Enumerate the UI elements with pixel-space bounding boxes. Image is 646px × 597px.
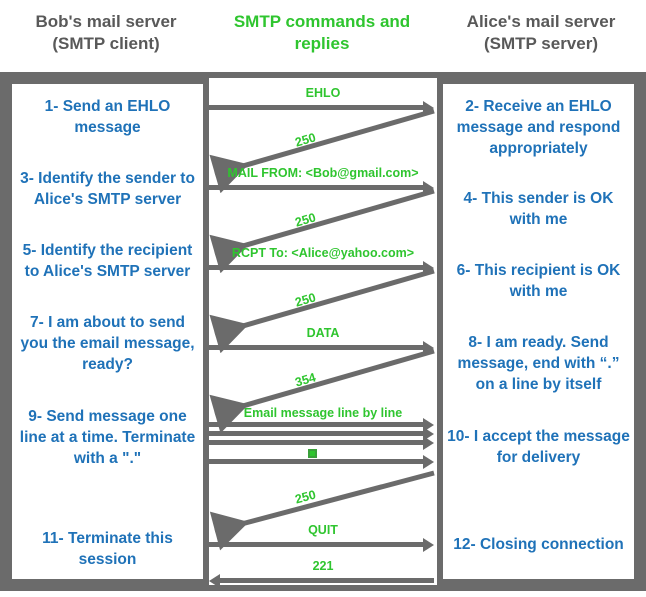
header-client: Bob's mail server (SMTP client) xyxy=(0,11,212,55)
arrowhead-right-icon xyxy=(423,537,434,552)
diagonal-arrows-layer xyxy=(209,108,435,551)
arrowhead-right-icon xyxy=(423,100,434,115)
header-server: Alice's mail server (SMTP server) xyxy=(436,11,646,55)
server-step-12: 12- Closing connection xyxy=(453,536,624,553)
reply-arrow-250-c xyxy=(209,268,435,354)
reply-arrow-250-d xyxy=(209,470,435,551)
arrowhead-right-icon xyxy=(423,260,434,275)
header-client-line1: Bob's mail server xyxy=(35,12,177,31)
arrowhead-right-icon xyxy=(423,454,434,469)
message-arrow-body-line-1 xyxy=(209,422,423,427)
message-flow-area: EHLO 250 MAIL FROM: <Bob@gmail.com> 250 … xyxy=(209,78,437,588)
client-step-11: 11- Terminate this session xyxy=(42,530,173,568)
message-label-221: 221 xyxy=(312,559,334,573)
column-headers: Bob's mail server (SMTP client) SMTP com… xyxy=(0,0,646,72)
client-step-1: 1- Send an EHLO message xyxy=(44,98,171,136)
header-server-line2: (SMTP server) xyxy=(483,34,598,53)
server-step-6: 6- This recipient is OK with me xyxy=(456,262,621,300)
header-middle: SMTP commands and replies xyxy=(222,11,422,55)
client-step-5: 5- Identify the recipient to Alice's SMT… xyxy=(22,242,193,280)
message-label-mail-from: MAIL FROM: <Bob@gmail.com> xyxy=(227,166,419,180)
client-step-7: 7- I am about to send you the email mess… xyxy=(20,314,195,373)
server-step-10: 10- I accept the message for delivery xyxy=(447,428,630,466)
message-arrow-ehlo xyxy=(209,105,423,110)
server-panel-inner: 2- Receive an EHLO message and respond a… xyxy=(443,84,634,579)
arrowhead-left-icon xyxy=(209,573,220,588)
arrowhead-right-icon xyxy=(423,340,434,355)
message-label-data: DATA xyxy=(306,326,340,340)
client-step-3: 3- Identify the sender to Alice's SMTP s… xyxy=(20,170,195,208)
header-server-line1: Alice's mail server xyxy=(466,12,616,31)
message-arrow-rcpt-to xyxy=(209,265,423,270)
header-middle-line1: SMTP commands and xyxy=(233,12,411,31)
message-arrow-quit xyxy=(209,542,423,547)
arrowhead-right-icon xyxy=(423,180,434,195)
server-step-4: 4- This sender is OK with me xyxy=(463,190,614,228)
message-arrow-221 xyxy=(220,578,434,583)
server-step-2: 2- Receive an EHLO message and respond a… xyxy=(456,98,621,157)
header-client-line2: (SMTP client) xyxy=(52,34,160,53)
client-panel: 1- Send an EHLO message 3- Identify the … xyxy=(6,78,209,585)
reply-arrow-354 xyxy=(209,348,435,434)
arrowhead-right-icon xyxy=(423,417,434,432)
message-label-ehlo: EHLO xyxy=(305,86,341,100)
client-panel-inner: 1- Send an EHLO message 3- Identify the … xyxy=(12,84,203,579)
end-of-message-dot-marker xyxy=(308,449,317,458)
server-panel: 2- Receive an EHLO message and respond a… xyxy=(437,78,640,585)
reply-arrow-250-b xyxy=(209,188,435,274)
message-label-quit: QUIT xyxy=(308,523,338,537)
server-step-8: 8- I am ready. Send message, end with “.… xyxy=(457,334,620,393)
message-arrow-body-line-3 xyxy=(209,440,423,445)
message-arrow-body-line-4 xyxy=(209,459,423,464)
arrowhead-right-icon xyxy=(423,426,434,441)
message-label-email-body: Email message line by line xyxy=(243,406,403,420)
message-arrow-body-line-2 xyxy=(209,431,423,436)
message-arrow-data xyxy=(209,345,423,350)
header-middle-line2: replies xyxy=(294,34,350,53)
message-label-rcpt-to: RCPT To: <Alice@yahoo.com> xyxy=(231,246,415,260)
message-arrow-mail-from xyxy=(209,185,423,190)
client-step-9: 9- Send message one line at a time. Term… xyxy=(19,408,196,467)
reply-arrow-250-a xyxy=(209,108,435,194)
arrowhead-right-icon xyxy=(423,435,434,450)
